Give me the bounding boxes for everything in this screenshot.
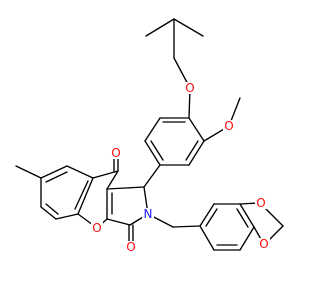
atom-n-ring: N <box>142 207 154 221</box>
bond-aryl-3 <box>144 140 161 166</box>
atom-o-pyran-label: O <box>92 221 101 235</box>
atom-o-methoxy: O <box>223 119 235 133</box>
atom-o-pyran: O <box>91 221 103 235</box>
bond-ch2-benzodioxole <box>172 225 201 228</box>
bond-aryl-6 <box>188 117 205 142</box>
atom-o-dioxole-top: O <box>255 196 267 210</box>
bond-c4a-c8a <box>77 177 94 215</box>
bond-methyl-ring <box>15 165 42 179</box>
bond-benzo-2-inner <box>45 171 68 183</box>
bond-pyrrole-c3-c3a <box>106 218 131 226</box>
bond-benzo-1 <box>66 165 94 179</box>
atom-o-lactam-bg <box>125 241 137 253</box>
bond-dioxole-top-ch2 <box>263 206 284 227</box>
bond-bdx-1-inner <box>205 208 218 227</box>
bond-bdx-6 <box>199 225 215 251</box>
bond-bdx-4 <box>239 226 255 251</box>
atom-o-methoxy-bg <box>223 120 235 132</box>
bond-benzo-4 <box>40 206 57 220</box>
atom-o-dioxole-bottom-bg <box>258 238 270 250</box>
atom-o-lactam-label: O <box>126 240 135 254</box>
atom-o-dioxole-bottom-label: O <box>259 237 268 251</box>
atom-o-ketone-label: O <box>111 146 120 160</box>
bond-aryl-5 <box>188 140 205 166</box>
atom-o-isobutoxy: O <box>184 81 196 95</box>
bond-benzo-2 <box>40 165 68 179</box>
atom-o-dioxole-top-label: O <box>256 196 265 210</box>
bond-c9-c8a <box>92 170 119 179</box>
bond-aryl-5-inner <box>185 140 199 161</box>
bond-pyrrole-c1-c9a <box>106 186 145 190</box>
atom-n-ring-bg <box>142 208 154 220</box>
bond-isobutyl-ch-left <box>145 18 175 37</box>
bond-benzo-5 <box>55 213 79 220</box>
atom-o-ketone: O <box>110 146 122 160</box>
atom-o-methoxy-label: O <box>224 119 233 133</box>
bond-benzo-6-inner <box>74 180 89 210</box>
bond-aryl-2 <box>144 117 161 142</box>
bond-bdx-1 <box>199 203 215 227</box>
atom-o-lactam: O <box>125 240 137 254</box>
molecule-structure-diagram: O O O O O N O O <box>15 18 284 254</box>
bond-layer <box>15 18 284 251</box>
atom-o-pyran-bg <box>91 222 103 234</box>
bond-aryl-to-pyrrole-c <box>143 164 161 188</box>
bond-isobutyl-ch3-top <box>173 18 204 37</box>
bond-bdx-3-inner <box>236 208 249 228</box>
bond-c9-c9a <box>106 170 119 190</box>
bond-bdx-3 <box>239 203 255 228</box>
atom-label-layer: O O O O O N O O <box>91 81 270 254</box>
atom-o-isobutoxy-label: O <box>185 81 194 95</box>
bond-aryl-3-inner <box>150 140 164 161</box>
atom-o-dioxole-bottom: O <box>258 237 270 251</box>
atom-o-dioxole-top-bg <box>255 197 267 209</box>
atom-o-isobutoxy-bg <box>184 82 196 94</box>
atom-n-ring-label: N <box>144 207 153 221</box>
bond-benzo-4-inner <box>45 203 59 215</box>
atom-o-ketone-bg <box>110 147 122 159</box>
